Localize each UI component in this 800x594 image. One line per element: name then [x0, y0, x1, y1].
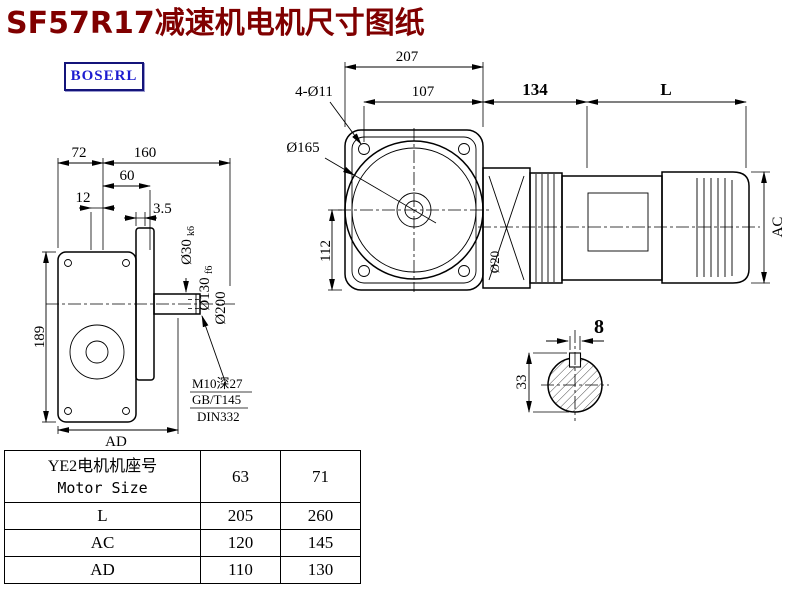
table-header-row: YE2电机机座号 Motor Size 63 71	[4, 450, 361, 503]
bolt-circle-label: Ø165	[286, 140, 319, 156]
boserl-logo-text: BOSERL	[70, 68, 138, 84]
center-hole-note: M10深27	[192, 376, 243, 391]
key-width-label: 8	[594, 316, 604, 338]
page-title: SF57R17减速机电机尺寸图纸	[6, 6, 425, 41]
value-AD-71: 130	[280, 556, 361, 584]
motor-outline	[478, 167, 760, 289]
dim-107-label: 107	[412, 84, 435, 100]
side-view: 72 160 60 12 3.5 189 AD Ø30 k6	[32, 145, 252, 450]
boserl-logo: BOSERL	[64, 62, 144, 91]
shaft-fit-label: k6	[186, 226, 197, 236]
dim-207-label: 207	[396, 49, 419, 65]
front-view-extension-lines	[328, 62, 770, 291]
motor-size-header-cell: YE2电机机座号 Motor Size	[4, 450, 201, 503]
motor-size-table: YE2电机机座号 Motor Size 63 71 L 205 260 AC 1…	[4, 450, 361, 584]
motor-size-header-en: Motor Size	[57, 478, 148, 497]
value-AC-63: 120	[200, 529, 281, 557]
side-view-notes: M10深27 GB/T145 DIN332	[190, 315, 252, 424]
spigot-dia-label: Ø130	[197, 277, 213, 310]
side-view-outline	[46, 227, 236, 423]
section-dimensions: 8 33	[514, 316, 604, 413]
dim-72-label: 72	[72, 145, 87, 161]
row-label-AC: AC	[4, 529, 201, 557]
dim-12-label: 12	[76, 190, 91, 206]
holes-note-label: 4-Ø11	[295, 84, 333, 100]
dim-AC-label: AC	[770, 217, 786, 238]
table-row-AD: AD 110 130	[4, 556, 361, 584]
shaft-20-label: Ø20	[487, 251, 502, 273]
front-view: 207 107 134 L AC 112 Ø165 4-Ø11 Ø20	[286, 49, 786, 292]
dim-60-label: 60	[120, 168, 135, 184]
dim-L-label: L	[660, 80, 671, 99]
shaft-dia-label: Ø30	[179, 239, 195, 265]
flange-dia-label: Ø200	[213, 291, 229, 324]
table-row-AC: AC 120 145	[4, 529, 361, 557]
row-label-L: L	[4, 502, 201, 530]
dim-112-label: 112	[318, 240, 334, 262]
std-din-note: DIN332	[197, 409, 240, 424]
value-L-71: 260	[280, 502, 361, 530]
table-row-L: L 205 260	[4, 502, 361, 530]
side-view-diameter-labels: Ø30 k6 Ø130 f6 Ø200	[179, 226, 229, 325]
value-AD-63: 110	[200, 556, 281, 584]
motor-size-header-cn: YE2电机机座号	[47, 458, 158, 476]
front-view-dimensions: 207 107 134 L AC 112 Ø165 4-Ø11 Ø20	[286, 49, 786, 291]
dim-189-label: 189	[32, 326, 48, 349]
spigot-fit-label: f6	[204, 266, 215, 274]
side-view-dimensions: 72 160 60 12 3.5 189 AD	[32, 145, 231, 450]
size-column-71: 71	[280, 450, 361, 503]
value-AC-71: 145	[280, 529, 361, 557]
dim-134-label: 134	[522, 80, 548, 99]
value-L-63: 205	[200, 502, 281, 530]
dim-160-label: 160	[134, 145, 157, 161]
dim-3p5-label: 3.5	[153, 201, 172, 217]
std-gb-note: GB/T145	[192, 392, 241, 407]
shaft-section-view: 8 33	[514, 316, 609, 421]
dim-33-label: 33	[514, 375, 530, 390]
size-column-63: 63	[200, 450, 281, 503]
dim-AD-label: AD	[105, 434, 127, 450]
row-label-AD: AD	[4, 556, 201, 584]
